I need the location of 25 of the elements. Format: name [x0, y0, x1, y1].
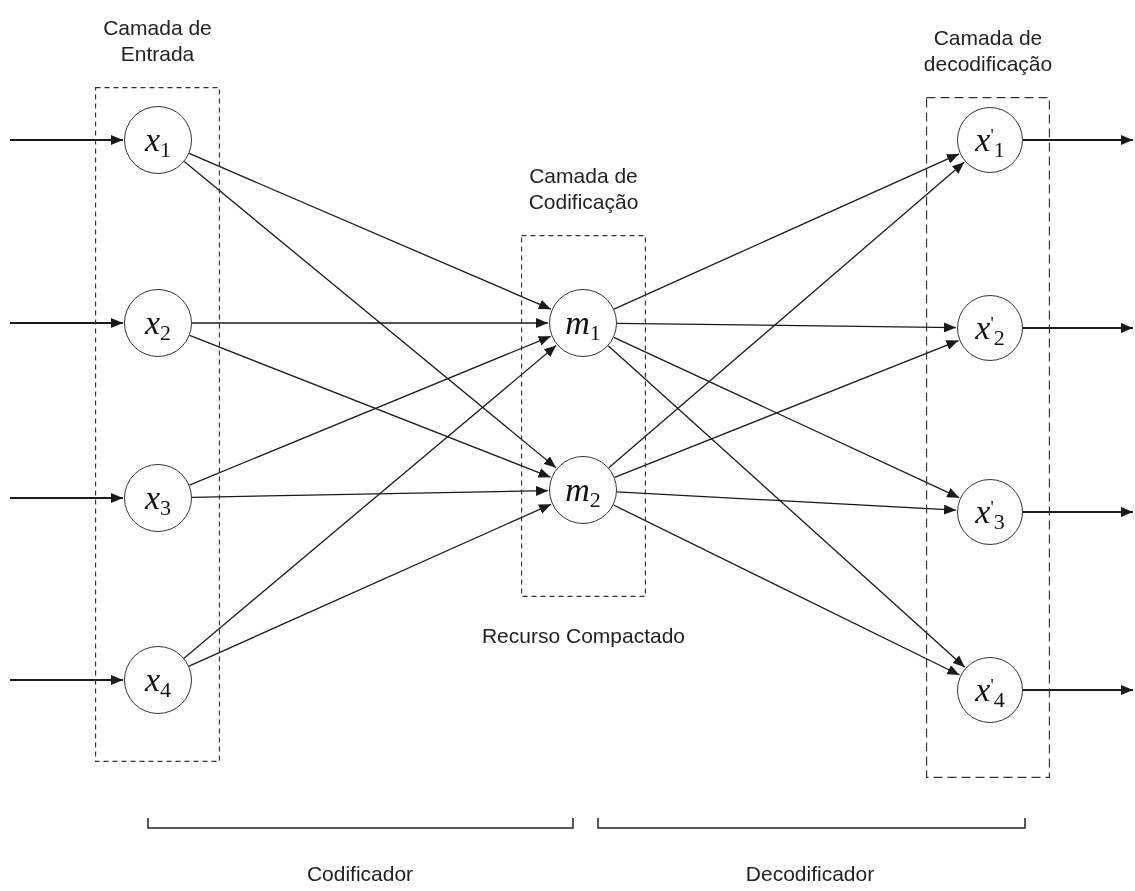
arrow [616, 322, 957, 333]
arrow [183, 160, 557, 469]
arrow [9, 675, 124, 685]
arrow [1022, 323, 1134, 333]
arrow [9, 318, 124, 328]
arrow [1022, 685, 1134, 695]
section-label: Decodificador [745, 861, 875, 887]
layer-heading: Camada de Codificação [527, 163, 640, 215]
layer-heading: Camada de decodificação [922, 25, 1054, 77]
arrow [9, 135, 124, 145]
arrow [1022, 507, 1134, 517]
arrow [191, 485, 549, 498]
arrow [183, 344, 557, 659]
layer-caption: Recurso Compactado [481, 623, 686, 649]
arrow [191, 318, 549, 328]
layer-heading: Camada de Entrada [102, 15, 213, 67]
arrow [607, 345, 966, 668]
arrow [608, 161, 965, 469]
arrow [9, 493, 124, 503]
arrow [613, 153, 960, 310]
arrow [612, 504, 961, 676]
arrow [188, 503, 552, 667]
section-label: Codificador [306, 861, 414, 887]
arrow [616, 491, 957, 515]
arrow [1022, 135, 1134, 145]
